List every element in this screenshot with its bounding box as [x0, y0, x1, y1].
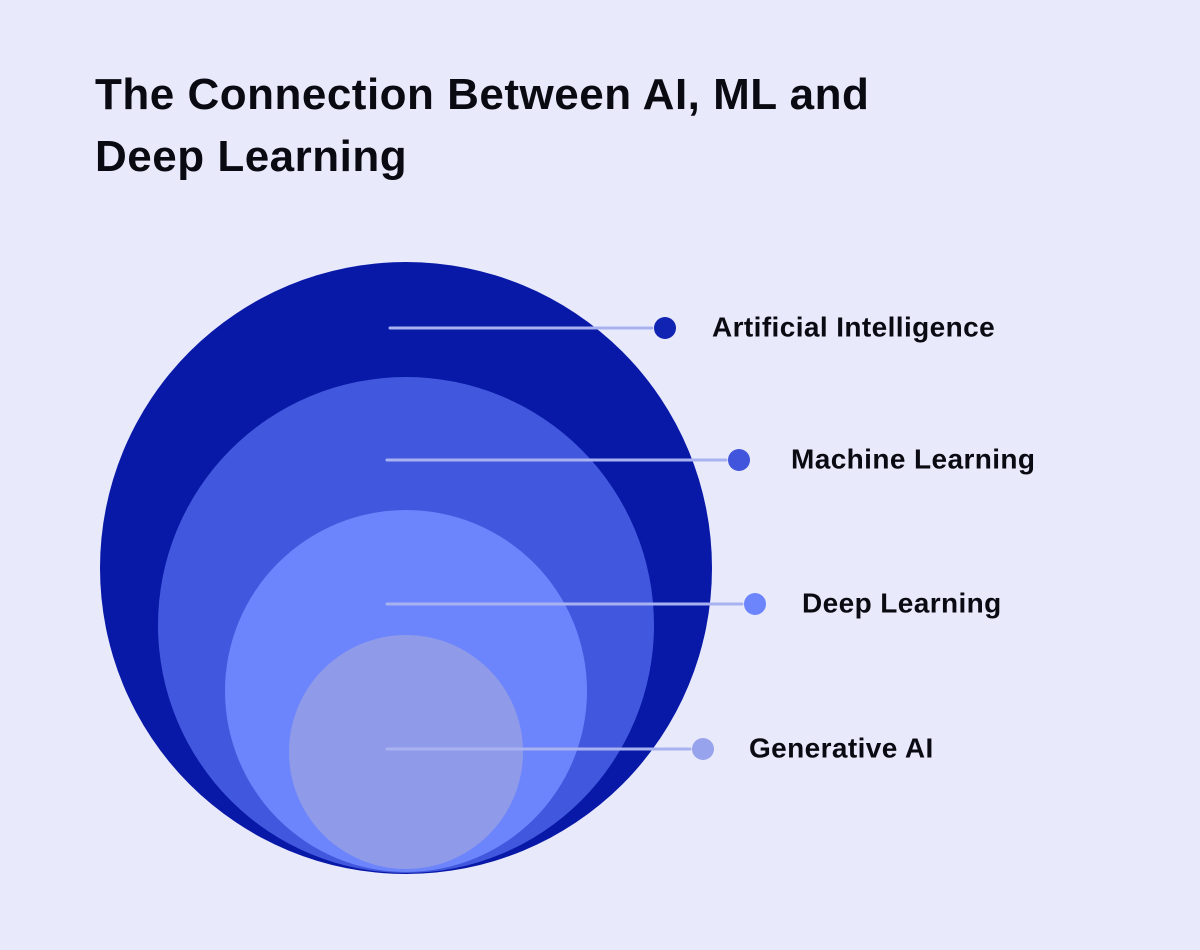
page-title: The Connection Between AI, ML and Deep L… — [95, 64, 869, 188]
dot-artificial-intelligence — [654, 317, 676, 339]
label-generative-ai: Generative AI — [749, 732, 934, 764]
dot-deep-learning — [744, 593, 766, 615]
label-machine-learning: Machine Learning — [791, 443, 1036, 475]
dot-machine-learning — [728, 449, 750, 471]
page-title-line2: Deep Learning — [95, 132, 408, 181]
dot-generative-ai — [692, 738, 714, 760]
label-deep-learning: Deep Learning — [802, 587, 1002, 619]
circle-generative-ai — [289, 635, 523, 869]
label-artificial-intelligence: Artificial Intelligence — [712, 311, 996, 343]
page-title-line1: The Connection Between AI, ML and — [95, 70, 870, 119]
